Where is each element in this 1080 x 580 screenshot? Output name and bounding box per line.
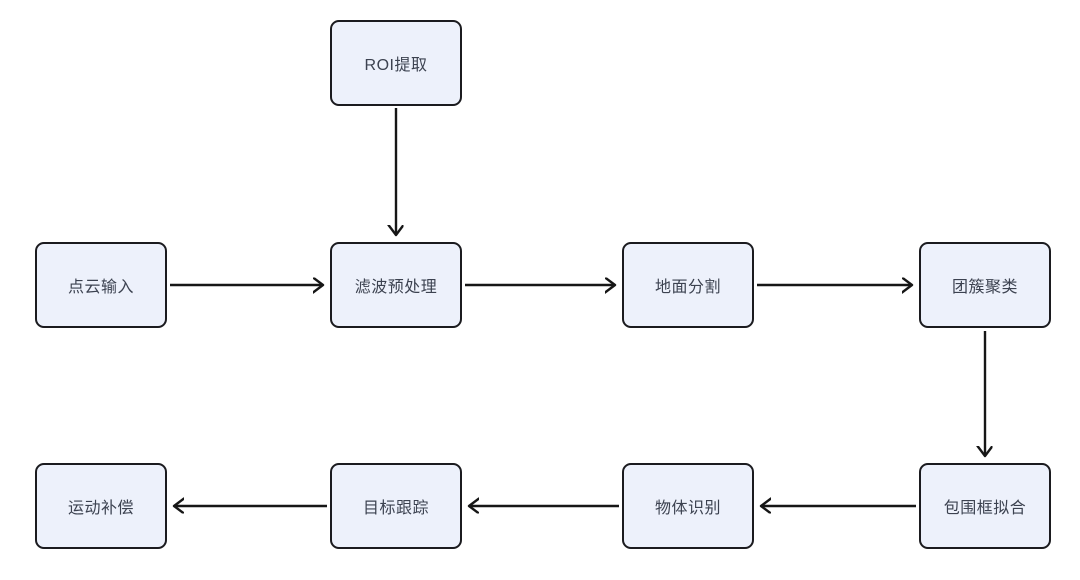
node-object-recognition-label: 物体识别 — [654, 500, 721, 517]
node-target-tracking-label: 目标跟踪 — [362, 500, 429, 517]
node-ground-segmentation-label: 地面分割 — [654, 279, 721, 296]
node-bounding-box-fitting: 包围框拟合 — [919, 463, 1051, 549]
node-object-recognition: 物体识别 — [622, 463, 754, 549]
node-roi-extraction: ROI提取 — [330, 20, 462, 106]
node-motion-compensation-label: 运动补偿 — [67, 500, 134, 517]
node-pointcloud-input: 点云输入 — [35, 242, 167, 328]
node-motion-compensation: 运动补偿 — [35, 463, 167, 549]
node-filter-preprocessing: 滤波预处理 — [330, 242, 462, 328]
node-bounding-box-fitting-label: 包围框拟合 — [943, 500, 1027, 517]
node-ground-segmentation: 地面分割 — [622, 242, 754, 328]
node-roi-extraction-label: ROI提取 — [364, 57, 428, 74]
node-filter-preprocessing-label: 滤波预处理 — [354, 279, 438, 296]
node-clustering-label: 团簇聚类 — [951, 279, 1018, 296]
node-clustering: 团簇聚类 — [919, 242, 1051, 328]
node-target-tracking: 目标跟踪 — [330, 463, 462, 549]
node-pointcloud-input-label: 点云输入 — [67, 279, 134, 296]
